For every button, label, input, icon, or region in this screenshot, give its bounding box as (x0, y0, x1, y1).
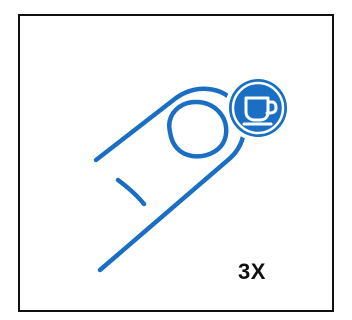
espresso-button-icon (225, 75, 291, 141)
repeat-count-label: 3X (238, 261, 266, 283)
finger-icon (96, 89, 244, 270)
